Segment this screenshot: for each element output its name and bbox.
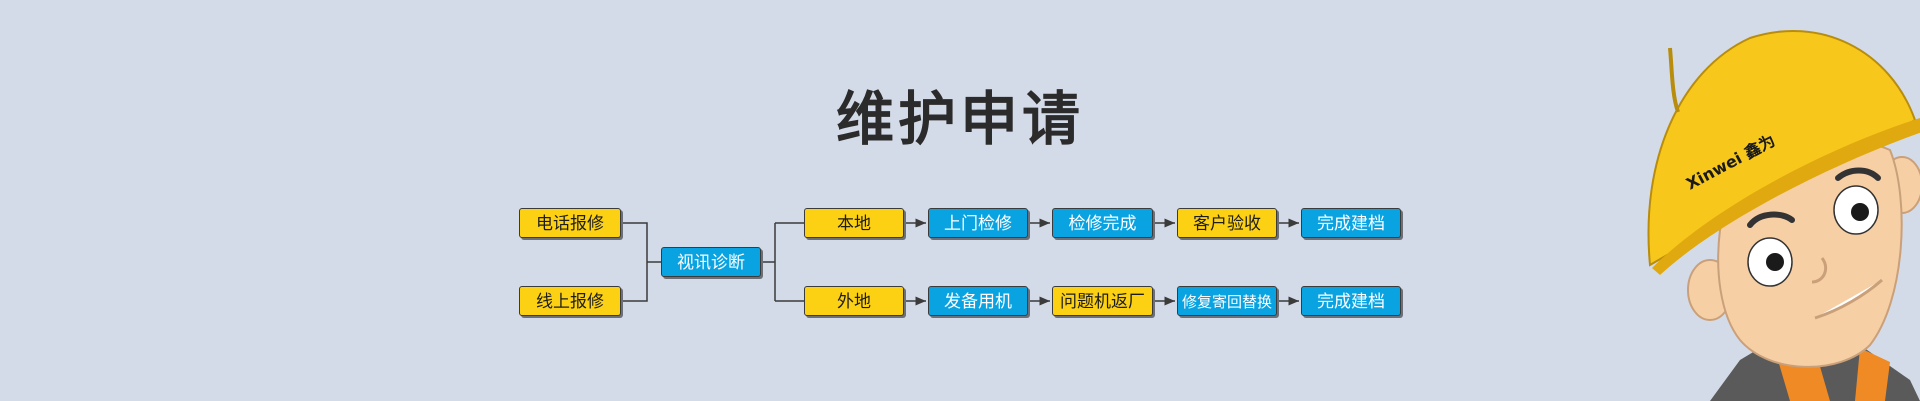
page-title: 维护申请 bbox=[835, 85, 1084, 153]
node-remote-step-1: 发备用机 bbox=[928, 286, 1028, 316]
node-remote: 外地 bbox=[804, 286, 904, 316]
node-local-step-1: 上门检修 bbox=[928, 208, 1028, 238]
connector-split bbox=[762, 222, 804, 302]
node-remote-step-3: 修复寄回替换 bbox=[1177, 286, 1277, 316]
node-remote-step-2: 问题机返厂 bbox=[1052, 286, 1153, 316]
node-local: 本地 bbox=[804, 208, 904, 238]
node-local-step-3: 客户验收 bbox=[1177, 208, 1277, 238]
connector-online bbox=[622, 262, 648, 302]
node-remote-step-4: 完成建档 bbox=[1301, 286, 1401, 316]
node-video-diagnosis: 视讯诊断 bbox=[661, 247, 761, 277]
node-online-report: 线上报修 bbox=[519, 286, 621, 316]
node-local-step-4: 完成建档 bbox=[1301, 208, 1401, 238]
worker-mascot-illustration: Xinwei 鑫为 bbox=[1647, 30, 1920, 401]
smile bbox=[1814, 278, 1883, 320]
connector-phone bbox=[622, 222, 648, 262]
node-phone-report: 电话报修 bbox=[519, 208, 621, 238]
node-local-step-2: 检修完成 bbox=[1052, 208, 1153, 238]
